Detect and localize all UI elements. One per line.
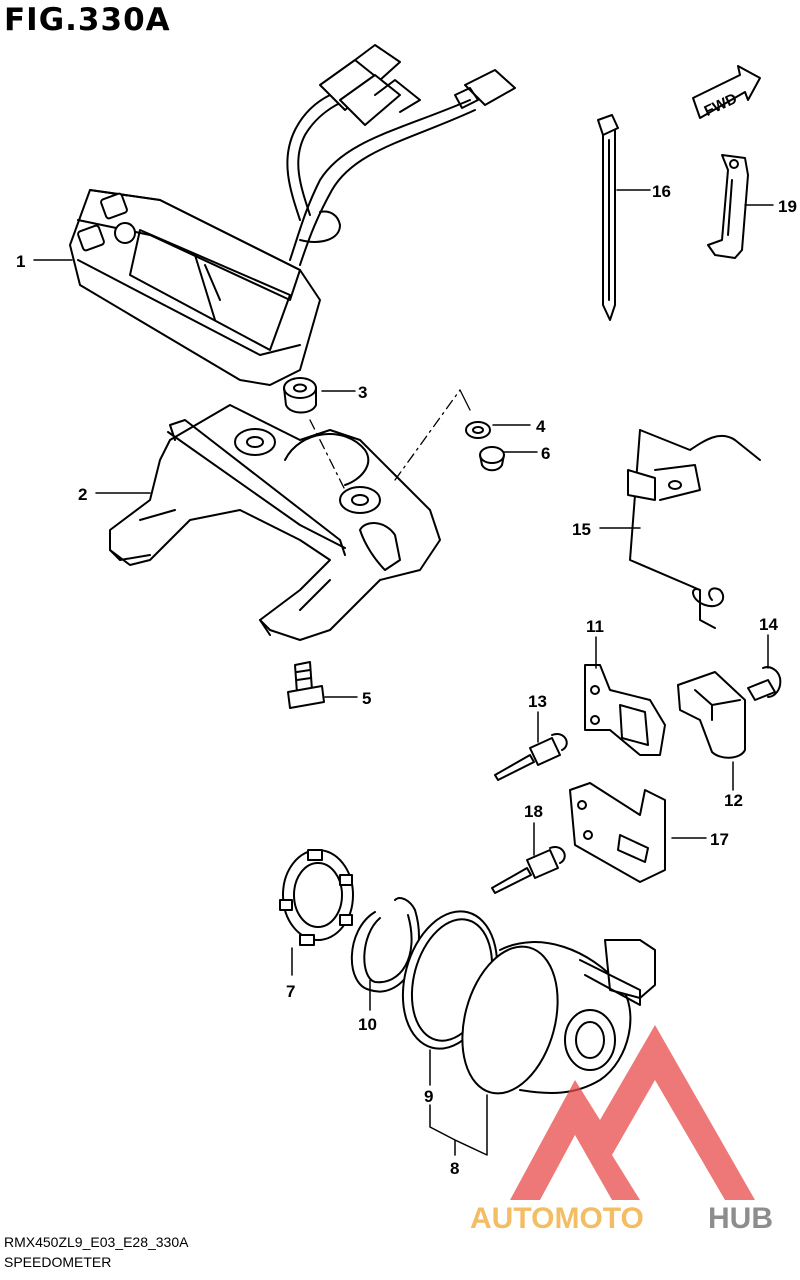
assembly-line bbox=[394, 389, 461, 481]
part-number-14: 14 bbox=[759, 615, 778, 634]
circlip bbox=[350, 897, 420, 993]
part-number-15: 15 bbox=[572, 520, 591, 539]
part-number-10: 10 bbox=[358, 1015, 377, 1034]
part-number-5: 5 bbox=[362, 689, 371, 708]
part-number-7: 7 bbox=[286, 982, 295, 1001]
part-number-16: 16 bbox=[652, 182, 671, 201]
washer bbox=[465, 421, 491, 439]
part-number-2: 2 bbox=[78, 485, 87, 504]
part-number-19: 19 bbox=[778, 197, 797, 216]
cover-plate bbox=[569, 782, 666, 883]
part-number-3: 3 bbox=[358, 383, 367, 402]
rivet-pin-2 bbox=[491, 846, 566, 894]
part-number-4: 4 bbox=[536, 417, 546, 436]
watermark-logo-icon bbox=[510, 1025, 755, 1200]
part-number-11: 11 bbox=[586, 617, 604, 636]
retainer-ring bbox=[279, 849, 354, 946]
part-number-12: 12 bbox=[724, 791, 743, 810]
speedometer-unit bbox=[69, 44, 516, 386]
part-number-18: 18 bbox=[524, 802, 543, 821]
part-numbers: 1 2 3 4 5 6 7 8 9 10 11 12 13 14 15 16 1… bbox=[16, 182, 797, 1178]
part-number-6: 6 bbox=[541, 444, 550, 463]
watermark-text-automoto: AUTOMOTO bbox=[470, 1202, 644, 1235]
part-number-1: 1 bbox=[16, 252, 25, 271]
cable-tie bbox=[597, 114, 619, 321]
grommet bbox=[283, 377, 317, 414]
watermark-text-hub: HUB bbox=[708, 1202, 773, 1235]
part-number-9: 9 bbox=[424, 1087, 433, 1106]
screw bbox=[747, 666, 782, 701]
part-number-8: 8 bbox=[450, 1159, 459, 1178]
speedometer-gearbox bbox=[461, 939, 656, 1095]
footer-model-code: RMX450ZL9_E03_E28_330A bbox=[4, 1234, 189, 1250]
mounting-bracket bbox=[109, 404, 441, 641]
part-number-13: 13 bbox=[528, 692, 547, 711]
bolt bbox=[287, 661, 325, 709]
leader-lines bbox=[33, 189, 774, 1156]
footer-section-name: SPEEDOMETER bbox=[4, 1254, 112, 1270]
collar bbox=[479, 446, 505, 472]
wire-bracket bbox=[627, 429, 761, 629]
plate-bracket bbox=[584, 664, 666, 756]
part-number-17: 17 bbox=[710, 830, 729, 849]
clamp bbox=[707, 154, 749, 259]
sensor-holder bbox=[677, 671, 746, 759]
rivet-pin bbox=[494, 733, 568, 781]
figure-title: FIG.330A bbox=[4, 2, 171, 38]
